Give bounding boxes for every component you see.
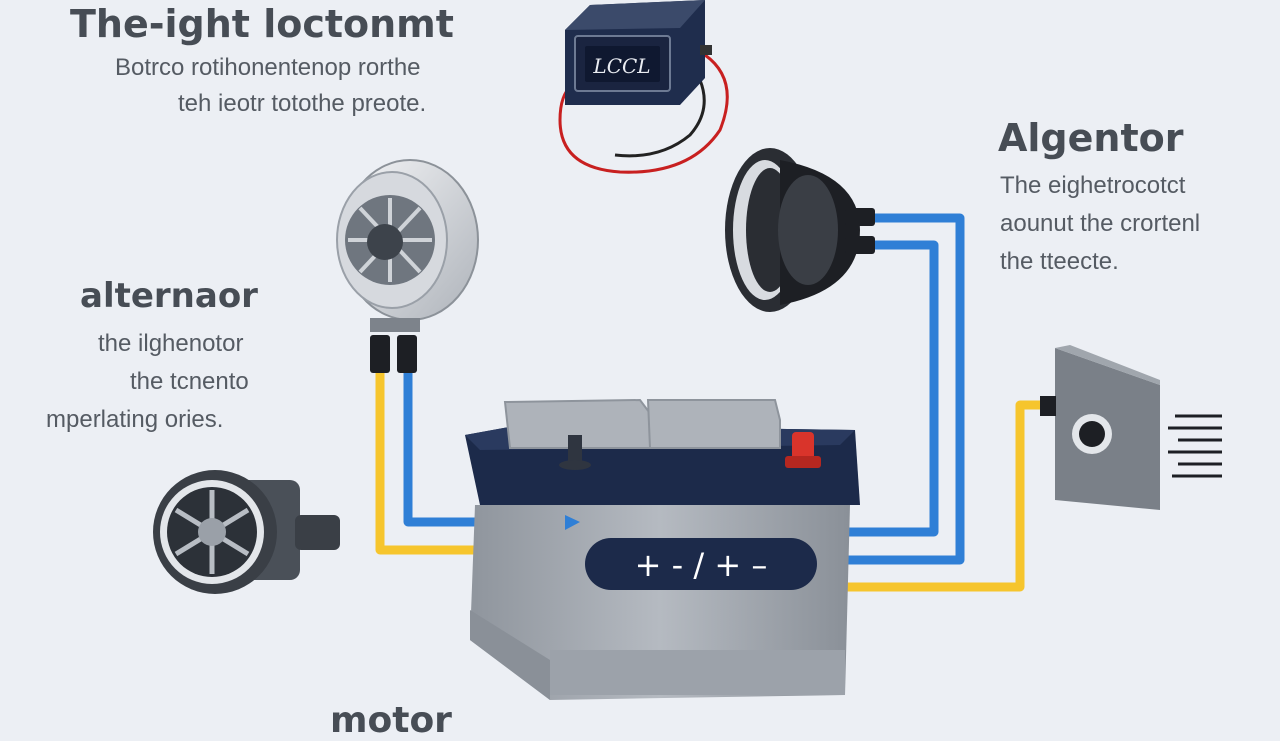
wire-black-meter <box>614 79 706 158</box>
right-line-2: aounut the crortenl <box>1000 210 1201 237</box>
wire-blue-right-outer <box>825 213 965 565</box>
alternator-upper-left <box>336 159 479 373</box>
alternator-right <box>725 148 875 312</box>
wire-red-meter <box>558 53 729 174</box>
top-left-line-2: teh ieotr totothe preote. <box>178 90 427 117</box>
battery-terminal-label: + - / + – <box>635 546 768 584</box>
wire-yellow-right <box>825 400 1045 592</box>
top-left-line-1: Botrco rotihonentenop rorthe <box>115 54 421 81</box>
meter-display-text: LCCL <box>592 54 650 78</box>
right-line-1: The eighetrocotct <box>1000 172 1186 199</box>
sensor-box <box>1040 345 1222 510</box>
wire-blue-right-inner <box>825 240 939 537</box>
battery: + - / + – <box>465 398 860 700</box>
wiring-diagram: LCCL <box>153 0 1222 700</box>
left-line-1: the ilghenotor <box>98 330 244 357</box>
motor-lower-left <box>153 470 340 594</box>
left-line-2: the tcnento <box>130 368 249 395</box>
left-line-3: mperlating ories. <box>46 406 224 433</box>
left-title: alternaor <box>80 276 258 316</box>
right-title: Algentor <box>998 116 1184 160</box>
right-line-3: the tteecte. <box>1000 248 1119 275</box>
meter-device: LCCL <box>565 0 712 105</box>
top-left-title: The-ight loctonmt <box>70 2 454 46</box>
